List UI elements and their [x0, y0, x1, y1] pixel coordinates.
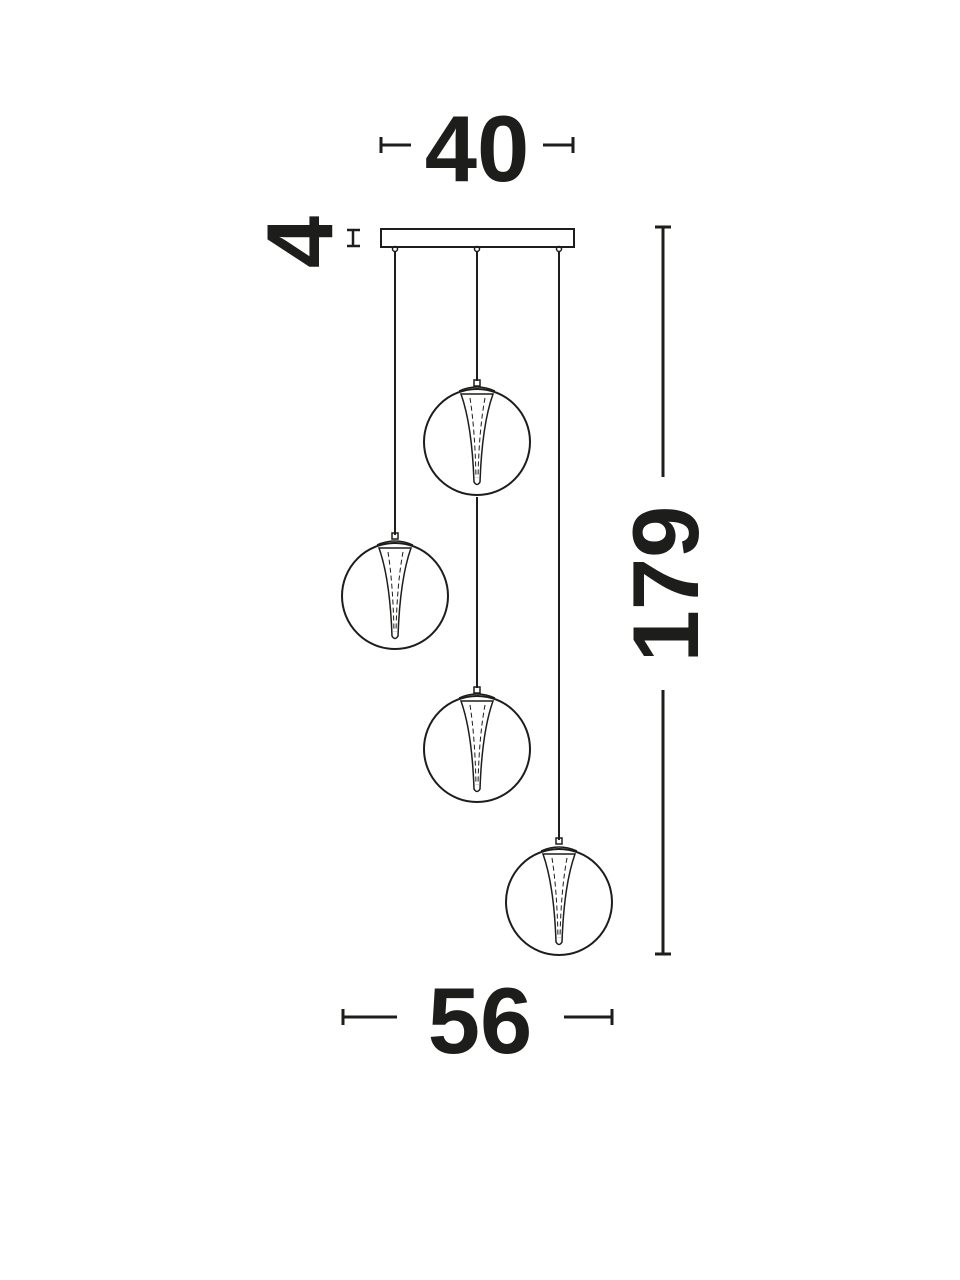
globe-shade-lower-center: [423, 686, 531, 803]
overall-width-dimension: 56: [341, 968, 614, 1073]
canopy-width-dimension: 40: [379, 96, 575, 201]
canopy-height-dimension: 4: [247, 216, 360, 268]
canopy-width-label: 40: [425, 96, 530, 201]
canopy-height-label: 4: [247, 216, 352, 268]
suspension-cords: [394, 251, 560, 840]
overall-width-label: 56: [428, 968, 533, 1073]
total-height-label: 179: [613, 506, 718, 663]
total-height-dimension: 179: [613, 225, 718, 956]
globe-shade-right: [505, 837, 613, 956]
ceiling-canopy: [380, 228, 575, 248]
globe-shade-upper-center: [423, 379, 531, 496]
globe-shade-left: [341, 532, 449, 650]
